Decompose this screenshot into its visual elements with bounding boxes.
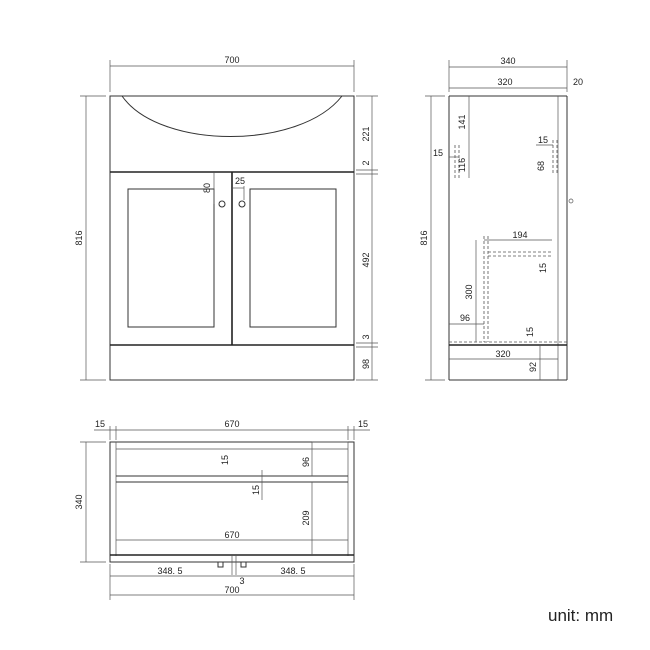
side-rail-dim: 15 (433, 148, 443, 158)
basin-curve (121, 95, 343, 137)
plan-side-right-dim: 15 (358, 419, 368, 429)
front-body-outline (109, 95, 355, 381)
plan-depth-dim: 340 (74, 494, 84, 509)
plan-view: 15 670 15 340 15 96 15 209 670 348. 5 34… (74, 419, 370, 600)
bottom-gap-dim: 3 (361, 334, 371, 339)
side-right-rail-dim: 15 (538, 135, 548, 145)
plan-door-gap-dim: 3 (239, 576, 244, 586)
side-shelf-set-dim: 96 (460, 313, 470, 323)
front-view: 700 816 221 2 492 3 98 80 25 (74, 55, 378, 381)
side-top-offset-dim: 141 (457, 114, 467, 129)
top-gap-dim: 2 (361, 160, 371, 165)
side-base-gap-dim: 92 (528, 362, 538, 372)
plan-mid-panel-dim: 15 (251, 485, 261, 495)
side-inner-dim: 320 (497, 77, 512, 87)
right-door-panel (249, 188, 337, 328)
plan-inner-depth-dim: 209 (301, 510, 311, 525)
side-rail-height-dim: 116 (457, 158, 467, 172)
left-door-panel (127, 188, 215, 328)
plan-right-door-dim: 348. 5 (280, 566, 305, 576)
side-base-thk-dim: 15 (525, 327, 535, 337)
plan-outline (109, 441, 355, 563)
front-height-dim: 816 (74, 230, 84, 245)
plan-left-door-dim: 348. 5 (157, 566, 182, 576)
plan-overall-dim: 700 (224, 585, 239, 595)
plan-back-depth-dim: 96 (301, 457, 311, 467)
handle-drop-dim: 80 (202, 183, 212, 193)
plan-bottom-width-dim: 670 (224, 530, 239, 540)
side-right-height-dim: 68 (536, 161, 546, 171)
handle-gap-dim: 25 (235, 176, 245, 186)
side-fixing-dim: 194 (512, 230, 527, 240)
unit-label: unit: mm (548, 606, 614, 625)
left-knob-icon (217, 561, 224, 568)
side-back-dim: 20 (573, 77, 583, 87)
front-width-dim: 700 (224, 55, 239, 65)
side-base-depth-dim: 320 (495, 349, 510, 359)
plan-inner-width-dim: 670 (224, 419, 239, 429)
side-inner-height-dim: 300 (464, 284, 474, 299)
side-height-dim: 816 (419, 230, 429, 245)
plan-top-panel-dim: 15 (220, 455, 230, 465)
side-depth-dim: 340 (500, 56, 515, 66)
plan-side-left-dim: 15 (95, 419, 105, 429)
door-height-dim: 492 (361, 252, 371, 267)
side-view: 340 320 20 816 141 116 15 15 68 194 15 3… (419, 56, 583, 381)
plinth-height-dim: 98 (361, 359, 371, 369)
right-knob-icon (240, 561, 247, 568)
left-handle-icon (218, 200, 226, 208)
side-fixing-thk-dim: 15 (538, 263, 548, 273)
right-handle-icon (238, 200, 246, 208)
basin-height-dim: 221 (361, 126, 371, 141)
